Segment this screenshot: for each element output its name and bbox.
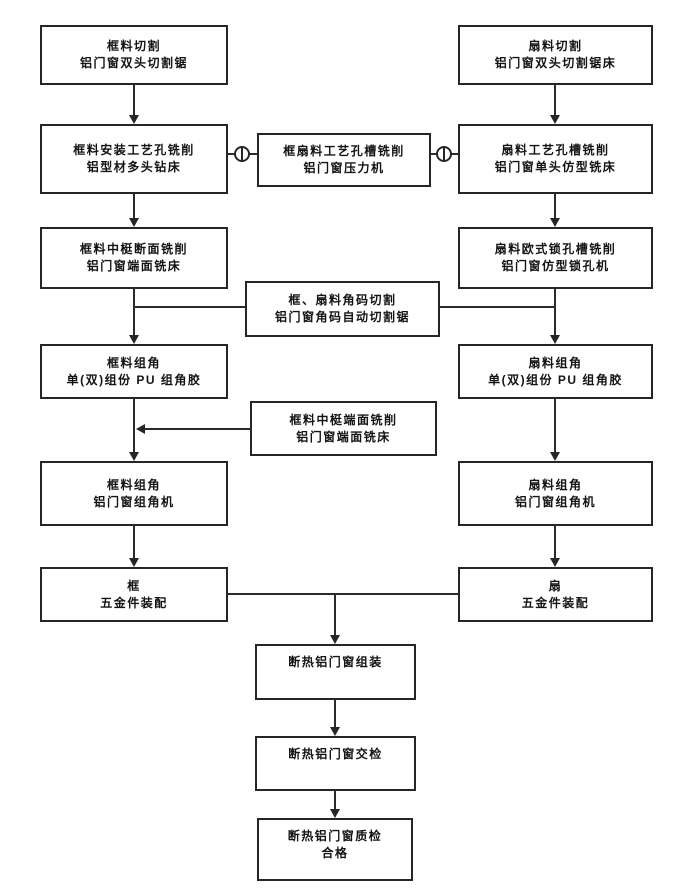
node-text-line2: 铝门窗端面铣床 [86,259,182,273]
connector-line [145,428,250,430]
node-sash-lock-slot-milling: 扇料欧式锁孔槽铣削 铝门窗仿型锁孔机 [458,227,653,289]
node-quality-inspection: 断热铝门窗质检 合格 [257,818,413,881]
node-text-line1: 断热铝门窗组装 [288,655,383,669]
node-text-line2: 铝门窗压力机 [303,161,385,175]
connector-line [554,399,556,453]
arrow-down-icon [550,335,560,344]
node-frame-cutting: 框料切割 铝门窗双头切割锯 [40,25,228,85]
node-text-line1: 框料中梃端面铣削 [289,412,398,427]
arrow-down-icon [129,335,139,344]
node-text-line2: 铝门窗组角机 [514,494,596,509]
arrow-down-icon [330,727,340,736]
arrow-down-icon [550,218,560,227]
node-text-line1: 扇料组角 [528,355,583,370]
node-frame-hole-milling: 框料安装工艺孔铣削 铝型材多头钻床 [40,124,228,194]
node-text-line1: 框料中梃断面铣削 [79,242,188,256]
node-frame-mullion-section-milling: 框料中梃断面铣削 铝门窗端面铣床 [40,227,228,289]
junction-circle-icon [436,146,452,162]
arrow-down-icon [550,452,560,461]
connector-line [334,700,336,728]
connector-line [554,194,556,219]
node-text-line1: 框料切割 [106,39,161,53]
connector-line [228,593,458,595]
node-text-line1: 框扇料工艺孔槽铣削 [283,144,405,158]
connector-line [133,399,135,453]
arrow-down-icon [129,452,139,461]
node-text-line2: 铝门窗角码自动切割锯 [274,310,410,324]
node-frame-sash-slot-milling: 框扇料工艺孔槽铣削 铝门窗压力机 [257,133,431,187]
node-text-line1: 断热铝门窗质检 [287,829,383,843]
node-text-line2: 铝门窗仿型锁孔机 [501,259,610,273]
node-sash-slot-milling: 扇料工艺孔槽铣削 铝门窗单头仿型铣床 [458,124,653,194]
connector-line [334,791,336,810]
node-text-line1: 框料安装工艺孔铣削 [73,143,195,157]
node-text-line1: 扇料切割 [528,39,583,53]
connector-line [133,289,135,336]
node-text-line2: 铝型材多头钻床 [86,160,182,174]
node-frame-corner-machine: 框料组角 铝门窗组角机 [40,461,228,526]
node-sash-hardware-assembly: 扇 五金件装配 [458,567,653,622]
node-text-line1: 扇料组角 [528,477,583,492]
node-text-line1: 断热铝门窗交检 [288,747,383,761]
node-sash-corner-machine: 扇料组角 铝门窗组角机 [458,461,653,526]
arrow-down-icon [330,809,340,818]
junction-circle-icon [234,146,250,162]
node-text-line2: 铝门窗组角机 [93,494,175,509]
connector-line [133,85,135,116]
arrow-left-icon [136,424,145,434]
node-text-line2: 铝门窗双头切割锯床 [494,56,617,70]
node-delivery-inspection: 断热铝门窗交检 [255,736,416,791]
arrow-down-icon [330,635,340,644]
connector-line [554,289,556,336]
node-frame-corner-glue: 框料组角 单(双)组份 PU 组角胶 [40,344,228,399]
node-text-line2: 铝门窗端面铣床 [296,429,391,444]
connector-line [133,194,135,219]
node-frame-mullion-end-milling: 框料中梃端面铣削 铝门窗端面铣床 [250,401,437,456]
arrow-down-icon [550,115,560,124]
node-text-line1: 框、扇料角码切割 [288,293,397,307]
node-text-line2: 铝门窗单头仿型铣床 [494,160,617,174]
node-sash-cutting: 扇料切割 铝门窗双头切割锯床 [458,25,653,85]
node-text-line1: 框料组角 [106,355,161,370]
connector-line [334,593,336,636]
node-frame-hardware-assembly: 框 五金件装配 [40,567,228,622]
arrow-down-icon [129,558,139,567]
node-window-assembly: 断热铝门窗组装 [255,644,416,700]
arrow-down-icon [129,218,139,227]
connector-line [554,526,556,559]
node-text-line2: 单(双)组份 PU 组角胶 [66,372,202,387]
node-text-line2: 合格 [321,846,349,860]
node-text-line2: 五金件装配 [521,595,590,610]
node-text-line1: 扇料欧式锁孔槽铣削 [494,242,617,256]
node-text-line2: 单(双)组份 PU 组角胶 [488,372,623,387]
node-sash-corner-glue: 扇料组角 单(双)组份 PU 组角胶 [458,344,653,399]
node-corner-key-cutting: 框、扇料角码切割 铝门窗角码自动切割锯 [245,281,440,337]
connector-line [134,306,245,308]
node-text-line2: 铝门窗双头切割锯 [79,56,188,70]
connector-line [554,85,556,116]
node-text-line1: 框 [127,578,141,593]
connector-line [133,526,135,559]
node-text-line1: 扇 [548,578,563,593]
connector-line [440,306,555,308]
arrow-down-icon [550,558,560,567]
node-text-line1: 扇料工艺孔槽铣削 [501,143,610,157]
node-text-line2: 五金件装配 [100,595,168,610]
node-text-line1: 框料组角 [106,477,161,492]
arrow-down-icon [129,115,139,124]
